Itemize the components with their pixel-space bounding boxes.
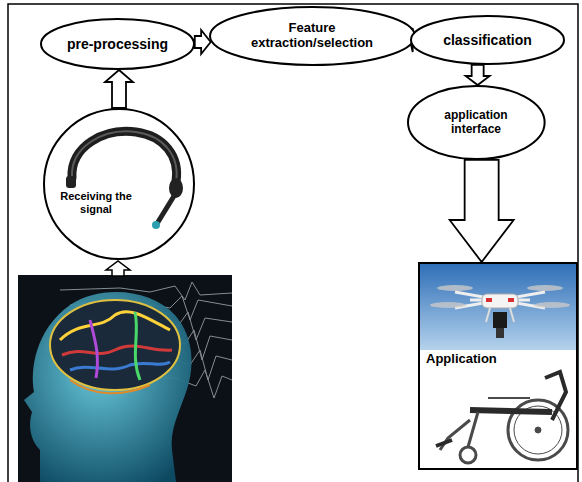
process-ellipse: application interface bbox=[407, 85, 546, 160]
input-circle: Receiving the signal bbox=[43, 108, 195, 260]
brain-illustration bbox=[18, 275, 232, 482]
node-label: Feature extraction/selection bbox=[242, 21, 382, 51]
block-arrow bbox=[466, 65, 490, 85]
node-label: classification bbox=[443, 32, 532, 48]
application-box: Application bbox=[418, 262, 578, 470]
node-label: pre-processing bbox=[67, 36, 168, 52]
process-ellipse: Feature extraction/selection bbox=[209, 6, 416, 66]
block-arrow bbox=[106, 261, 130, 276]
process-ellipse: pre-processing bbox=[40, 18, 195, 70]
node-outline bbox=[43, 108, 195, 260]
outer-frame bbox=[8, 4, 578, 482]
wheelchair-photo bbox=[436, 372, 568, 463]
block-arrow bbox=[450, 160, 514, 262]
block-arrow bbox=[105, 70, 133, 108]
node-label: application interface bbox=[430, 109, 522, 137]
node-label: Receiving the signal bbox=[57, 190, 135, 215]
process-ellipse: classification bbox=[410, 15, 565, 65]
node-label: Application bbox=[426, 352, 497, 367]
drone-photo bbox=[420, 264, 577, 350]
block-arrow bbox=[195, 30, 211, 54]
